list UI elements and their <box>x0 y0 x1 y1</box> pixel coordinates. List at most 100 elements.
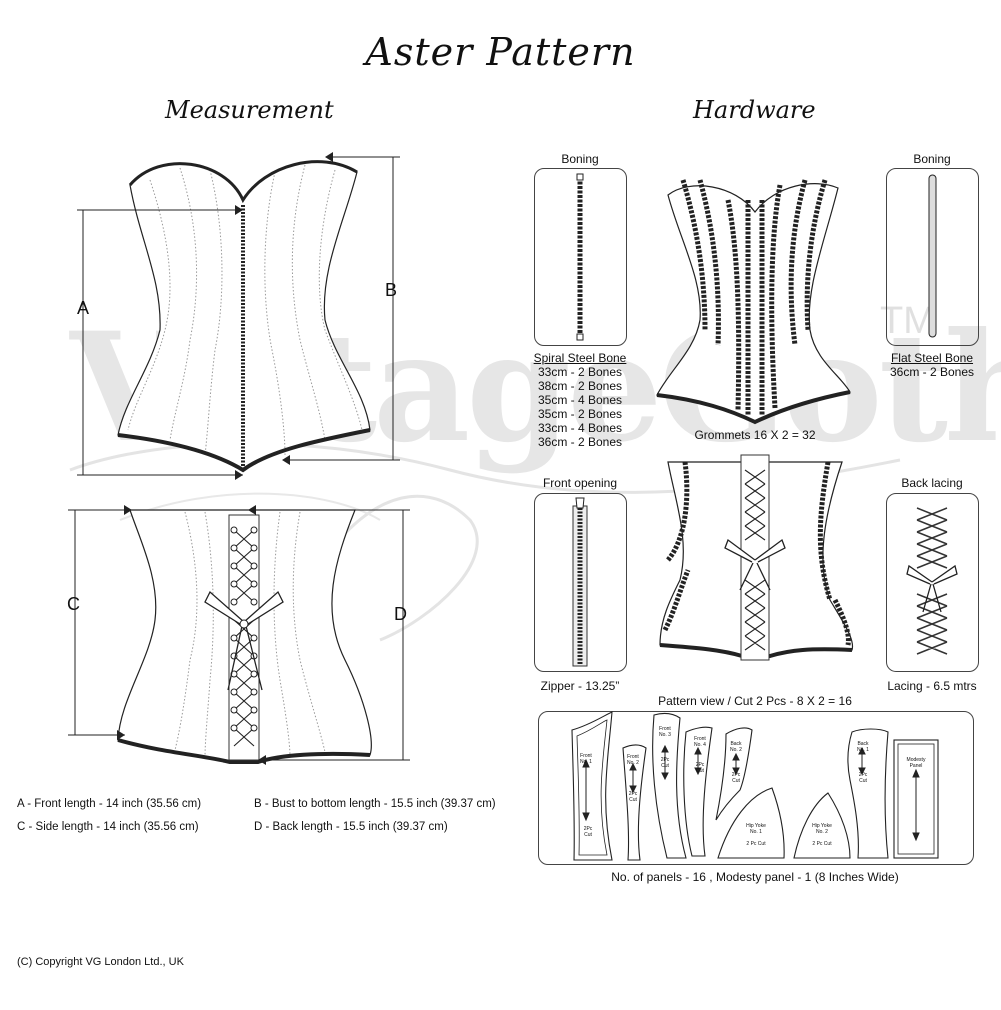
piece-label-back2: Back No. 2 <box>726 741 746 753</box>
zipper-caption: Zipper - 13.25” <box>540 679 620 693</box>
piece-text: Front <box>627 754 639 760</box>
boning-left-heading: Boning <box>561 152 599 166</box>
piece-cut-back1: 2Pc Cut <box>852 772 874 784</box>
piece-label-hip2: Hip Yoke No. 2 2 Pc Cut <box>804 823 840 847</box>
piece-text: 2 Pc Cut <box>746 841 766 847</box>
flat-bone-box <box>886 168 979 346</box>
flat-bone-qty: 36cm - 2 Bones <box>889 365 975 379</box>
spiral-bone-qty: 33cm - 2 Bones <box>537 365 623 379</box>
front-opening-heading: Front opening <box>542 476 618 490</box>
piece-text: 2Pc <box>628 791 638 797</box>
piece-back2 <box>715 727 753 821</box>
measurement-c: C - Side length - 14 inch (35.56 cm) <box>17 821 199 833</box>
piece-label-hip1: Hip Yoke No. 1 2 Pc Cut <box>738 823 774 847</box>
piece-text: Front <box>659 726 671 732</box>
flat-bone-icon <box>928 174 937 338</box>
boning-right-heading: Boning <box>913 152 951 166</box>
dimension-label-b: B <box>385 280 398 300</box>
piece-cut-front2: 2Pc Cut <box>623 791 643 803</box>
measurement-a: A - Front length - 14 inch (35.56 cm) <box>17 798 202 810</box>
lacing-box <box>886 493 979 672</box>
measurement-d: D - Back length - 15.5 inch (39.37 cm) <box>254 821 448 833</box>
pattern-footer: No. of panels - 16 , Modesty panel - 1 (… <box>611 870 899 884</box>
spiral-bone-title: Spiral Steel Bone <box>533 351 627 365</box>
piece-text: Front <box>694 736 706 742</box>
piece-cut-front1: 2Pc Cut <box>577 826 599 838</box>
page-title: Aster Pattern <box>365 30 636 74</box>
piece-label-modesty: Modesty Panel <box>896 757 936 769</box>
copyright: (C) Copyright VG London Ltd., UK <box>17 956 184 968</box>
piece-text: Back <box>857 741 869 747</box>
spiral-bone-qty: 35cm - 4 Bones <box>537 393 623 407</box>
piece-text: Modesty <box>906 757 926 763</box>
piece-text: No. 4 <box>694 742 706 748</box>
pattern-box <box>538 711 974 865</box>
piece-text: Hip Yoke <box>746 823 766 829</box>
piece-back1 <box>847 728 889 859</box>
lacing-icon <box>906 507 958 655</box>
piece-text: Cut <box>696 768 704 774</box>
piece-text: 2Pc <box>660 757 670 763</box>
piece-cut-front3: 2Pc Cut <box>655 757 675 769</box>
piece-text: No. 3 <box>659 732 671 738</box>
piece-text: No. 1 <box>750 829 762 835</box>
zipper-box <box>534 493 627 672</box>
piece-label-back1: Back No. 1 <box>852 741 874 753</box>
piece-front4 <box>683 726 713 857</box>
dimension-label-a: A <box>77 298 90 318</box>
piece-text: No. 2 <box>627 760 639 766</box>
flat-bone-title: Flat Steel Bone <box>890 351 974 365</box>
flat-bone-caption: Flat Steel Bone 36cm - 2 Bones <box>870 351 994 379</box>
piece-text: Hip Yoke <box>812 823 832 829</box>
piece-label-front2: Front No. 2 <box>623 754 643 766</box>
measurement-b: B - Bust to bottom length - 15.5 inch (3… <box>254 798 496 810</box>
piece-hip1 <box>717 787 785 859</box>
piece-text: Cut <box>661 763 669 769</box>
piece-text: 2Pc <box>731 772 741 778</box>
piece-text: Cut <box>584 832 592 838</box>
piece-label-front3: Front No. 3 <box>655 726 675 738</box>
spiral-bone-qty: 38cm - 2 Bones <box>537 379 623 393</box>
spiral-bone-qty: 35cm - 2 Bones <box>537 407 623 421</box>
spiral-bone-icon <box>576 173 584 341</box>
piece-label-front1: Front No. 1 <box>575 753 597 765</box>
watermark-tm: TM <box>880 300 935 342</box>
piece-text: No. 1 <box>857 747 869 753</box>
spiral-bone-box <box>534 168 627 346</box>
piece-text: No. 1 <box>580 759 592 765</box>
piece-label-front4: Front No. 4 <box>690 736 710 748</box>
piece-cut-front4: 2Pc Cut <box>690 762 710 774</box>
piece-front2 <box>622 744 647 861</box>
piece-text: Cut <box>859 778 867 784</box>
dimension-label-c: C <box>67 594 80 614</box>
spiral-bone-qty: 36cm - 2 Bones <box>537 435 623 449</box>
piece-text: No. 2 <box>730 747 742 753</box>
hardware-heading: Hardware <box>693 96 816 124</box>
piece-text: Front <box>580 753 592 759</box>
lacing-caption: Lacing - 6.5 mtrs <box>887 679 977 693</box>
grommets-caption: Grommets 16 X 2 = 32 <box>694 428 816 442</box>
piece-text: 2Pc <box>583 826 593 832</box>
piece-cut-back2: 2Pc Cut <box>726 772 746 784</box>
back-lacing-heading: Back lacing <box>901 476 963 490</box>
piece-text: Cut <box>629 797 637 803</box>
piece-text: 2Pc <box>695 762 705 768</box>
zipper-icon <box>572 497 588 667</box>
pattern-heading: Pattern view / Cut 2 Pcs - 8 X 2 = 16 <box>658 694 852 708</box>
piece-text: Panel <box>909 763 923 769</box>
measurement-heading: Measurement <box>165 96 334 124</box>
piece-front3 <box>652 713 687 859</box>
piece-text: 2Pc <box>858 772 868 778</box>
piece-hip2 <box>793 792 851 859</box>
spiral-bone-caption: Spiral Steel Bone 33cm - 2 Bones 38cm - … <box>518 351 642 449</box>
piece-text: 2 Pc Cut <box>812 841 832 847</box>
piece-text: No. 2 <box>816 829 828 835</box>
dimension-label-d: D <box>394 604 407 624</box>
piece-text: Cut <box>732 778 740 784</box>
piece-text: Back <box>730 741 742 747</box>
